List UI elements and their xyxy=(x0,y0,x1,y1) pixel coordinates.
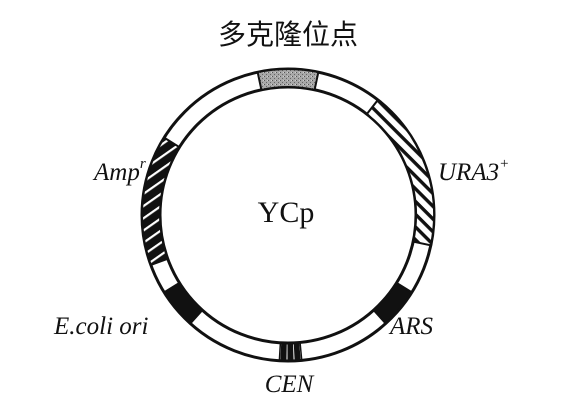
cen-segment xyxy=(278,341,303,362)
diagram-title: 多克隆位点 xyxy=(218,18,358,51)
ura3-label: URA3+ xyxy=(438,156,509,186)
ars-label: ARS xyxy=(388,313,434,340)
amp-label-superscript: r xyxy=(140,156,146,172)
ecoli-ori-label: E.coli ori xyxy=(53,313,148,340)
ura3-label-superscript: + xyxy=(499,156,509,172)
ura3-label-base: URA3 xyxy=(438,159,499,186)
cen-label: CEN xyxy=(265,371,315,398)
ecoli-ori-segment xyxy=(162,281,204,325)
amp-segment xyxy=(141,136,181,267)
plasmid-features xyxy=(141,68,435,363)
cen-stripe xyxy=(293,341,301,362)
ura3-segment xyxy=(365,98,435,247)
amp-label-base: Amp xyxy=(92,159,140,186)
cen-stripe xyxy=(280,341,287,362)
mcs-segment xyxy=(256,68,320,91)
cen-stripe xyxy=(287,341,294,363)
amp-label: Ampr xyxy=(92,156,146,186)
ars-segment xyxy=(372,281,414,325)
center-label: YCp xyxy=(258,196,315,229)
